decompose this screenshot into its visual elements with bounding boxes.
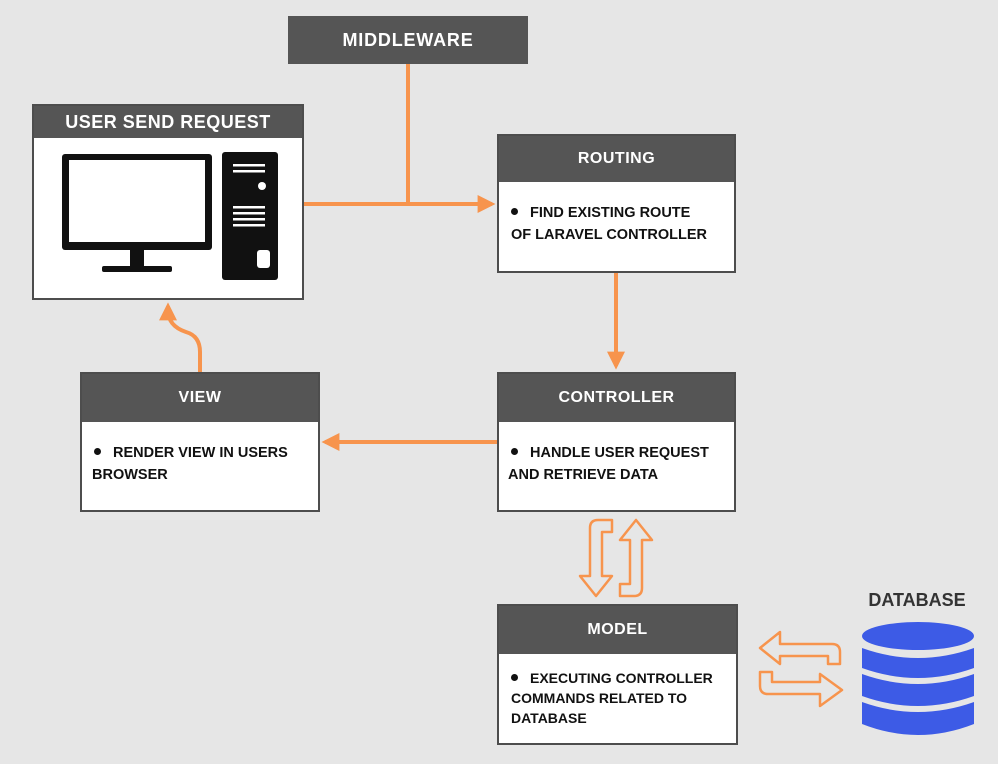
view-bullet-cont: BROWSER bbox=[92, 467, 168, 483]
middleware-box: MIDDLEWARE bbox=[288, 16, 528, 64]
routing-bullet-cont: OF LARAVEL CONTROLLER bbox=[511, 227, 708, 243]
monitor-icon bbox=[62, 154, 212, 272]
database-icon bbox=[862, 622, 974, 735]
view-title: VIEW bbox=[82, 374, 318, 422]
routing-bullet: FIND EXISTING ROUTE bbox=[530, 205, 691, 221]
model-bullet: EXECUTING CONTROLLER bbox=[530, 670, 713, 686]
user-request-box: USER SEND REQUEST bbox=[32, 104, 304, 300]
model-box: MODEL EXECUTING CONTROLLER COMMANDS RELA… bbox=[497, 604, 738, 745]
bullet-dot bbox=[94, 448, 101, 456]
view-box: VIEW RENDER VIEW IN USERS BROWSER bbox=[80, 372, 320, 512]
model-database-exchange-icon bbox=[758, 630, 844, 708]
controller-title: CONTROLLER bbox=[499, 374, 734, 422]
bullet-dot bbox=[511, 448, 518, 456]
arrow-view-to-user bbox=[159, 302, 202, 372]
model-bullet-cont2: DATABASE bbox=[511, 710, 587, 726]
routing-box: ROUTING FIND EXISTING ROUTE OF LARAVEL C… bbox=[497, 134, 736, 273]
routing-title: ROUTING bbox=[499, 136, 734, 182]
bullet-dot bbox=[511, 208, 518, 216]
computer-tower-icon bbox=[222, 152, 278, 280]
bullet-dot bbox=[511, 674, 518, 682]
computer-icon bbox=[62, 152, 278, 280]
model-title: MODEL bbox=[499, 606, 736, 654]
database-label: DATABASE bbox=[868, 590, 966, 610]
controller-box: CONTROLLER HANDLE USER REQUEST AND RETRI… bbox=[497, 372, 736, 512]
controller-bullet: HANDLE USER REQUEST bbox=[530, 445, 709, 461]
view-bullet: RENDER VIEW IN USERS bbox=[113, 445, 288, 461]
user-request-title: USER SEND REQUEST bbox=[34, 106, 302, 138]
model-bullet-cont1: COMMANDS RELATED TO bbox=[511, 690, 688, 706]
controller-bullet-cont: AND RETRIEVE DATA bbox=[508, 467, 659, 483]
controller-model-exchange-icon bbox=[578, 518, 654, 598]
